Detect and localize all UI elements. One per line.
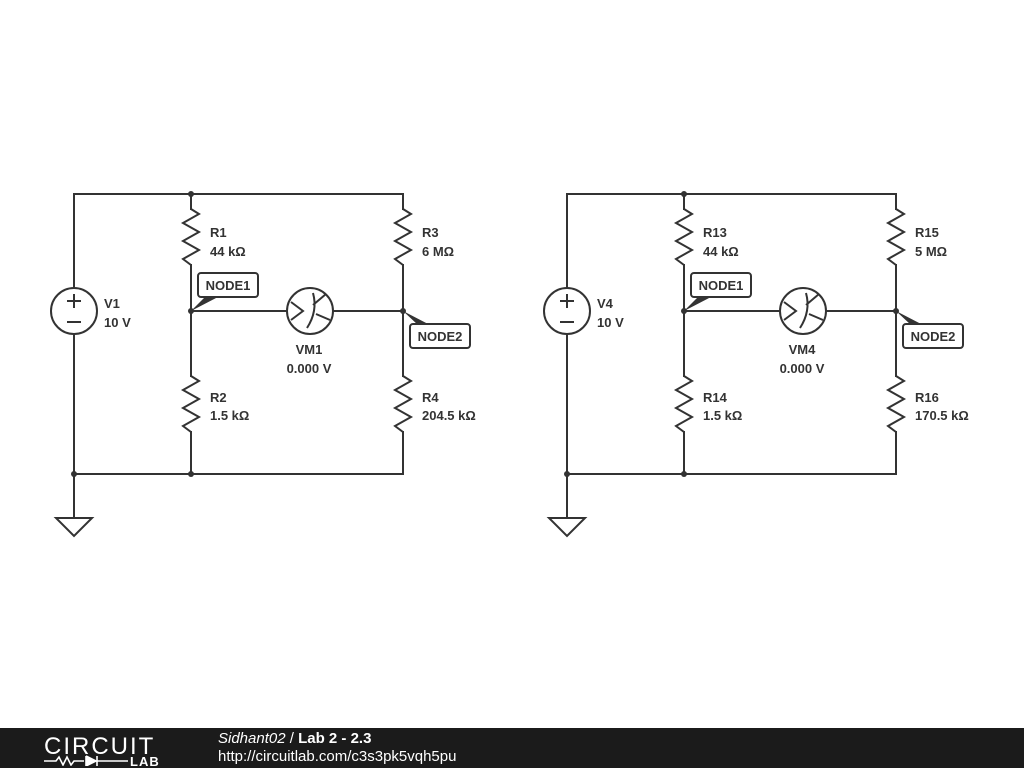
- r15-value: 5 MΩ: [915, 244, 947, 259]
- r14-value: 1.5 kΩ: [703, 408, 742, 423]
- schematic-canvas: V1 10 V R1 44 kΩ R2 1.5 kΩ R3 6 MΩ R4 20…: [50, 190, 969, 537]
- logo-resistor-icon: [44, 755, 84, 766]
- r14-name: R14: [703, 390, 728, 405]
- node1-tag-2: NODE1: [699, 278, 744, 293]
- node1-tag: NODE1: [206, 278, 251, 293]
- v1-name: V1: [104, 296, 120, 311]
- circuit-2: V4 10 V R13 44 kΩ R14 1.5 kΩ R15 5 MΩ R1…: [543, 190, 969, 537]
- logo-lab: LAB: [130, 754, 160, 766]
- circuit-1-wiring: [50, 190, 471, 537]
- r15-name: R15: [915, 225, 939, 240]
- circuit-1: V1 10 V R1 44 kΩ R2 1.5 kΩ R3 6 MΩ R4 20…: [50, 190, 476, 537]
- r4-value: 204.5 kΩ: [422, 408, 476, 423]
- logo-word: CIRCUIT: [44, 733, 155, 760]
- vm4-name: VM4: [789, 342, 817, 357]
- author-link[interactable]: Sidhant02: [218, 730, 286, 747]
- r2-value: 1.5 kΩ: [210, 408, 249, 423]
- v4-value: 10 V: [597, 315, 624, 330]
- vm1-name: VM1: [296, 342, 323, 357]
- vm4-value: 0.000 V: [780, 361, 825, 376]
- circuitlab-logo[interactable]: CIRCUIT LAB: [44, 732, 174, 766]
- r13-value: 44 kΩ: [703, 244, 739, 259]
- vm1-value: 0.000 V: [287, 361, 332, 376]
- circuit-2-wiring: [543, 190, 964, 537]
- r2-name: R2: [210, 390, 227, 405]
- r1-value: 44 kΩ: [210, 244, 246, 259]
- circuit-url[interactable]: http://circuitlab.com/c3s3pk5vqh5pu: [218, 748, 457, 765]
- v1-value: 10 V: [104, 315, 131, 330]
- r16-value: 170.5 kΩ: [915, 408, 969, 423]
- r4-name: R4: [422, 390, 439, 405]
- r1-name: R1: [210, 225, 227, 240]
- r3-name: R3: [422, 225, 439, 240]
- v4-name: V4: [597, 296, 614, 311]
- r13-name: R13: [703, 225, 727, 240]
- logo-diode-icon: [85, 755, 128, 766]
- node2-tag: NODE2: [418, 329, 463, 344]
- node2-tag-2: NODE2: [911, 329, 956, 344]
- r3-value: 6 MΩ: [422, 244, 454, 259]
- r16-name: R16: [915, 390, 939, 405]
- footer-text: Sidhant02 / Lab 2 - 2.3 http://circuitla…: [218, 730, 456, 766]
- title-separator: /: [285, 730, 299, 747]
- footer-bar: CIRCUIT LAB Sidhant02 / Lab 2 - 2.3 http…: [0, 728, 1024, 768]
- circuit-title: Lab 2 - 2.3: [298, 730, 372, 747]
